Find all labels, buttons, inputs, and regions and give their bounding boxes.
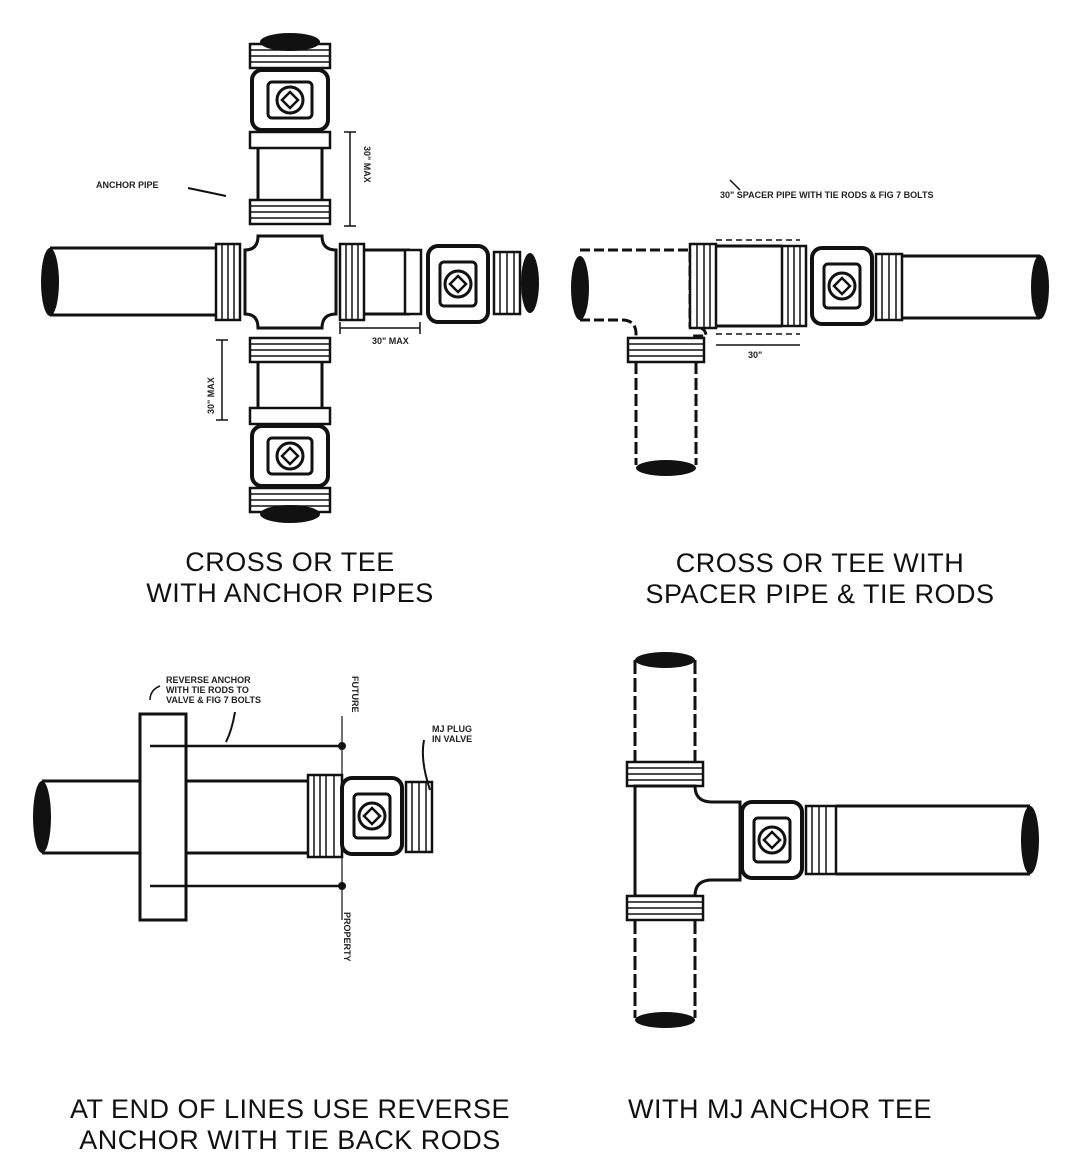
anchor-pipe-note: ANCHOR PIPE [96,180,159,190]
top-vertical-dimension: 30" MAX [362,146,372,183]
caption-tee-spacer-pipe-line-2: SPACER PIPE & TIE RODS [645,579,995,609]
caption-cross-anchor-pipes-line-1: CROSS OR TEE [185,547,395,577]
reverse-anchor-note-line-3: VALVE & FIG 7 BOLTS [166,695,262,705]
reverse-anchor-note: REVERSE ANCHOR WITH TIE RODS TO VALVE & … [166,675,261,705]
caption-reverse-anchor-line-1: AT END OF LINES USE REVERSE [69,1094,511,1124]
reverse-anchor-drawing [33,685,434,922]
tee-spacer-pipe-drawing [571,179,1049,476]
mj-plug-note-line-1: MJ PLUG [432,724,473,734]
mj-anchor-tee-drawing [625,652,1039,1028]
caption-reverse-anchor-line-2: ANCHOR WITH TIE BACK RODS [79,1125,501,1155]
caption-reverse-anchor: AT END OF LINES USE REVERSE ANCHOR WITH … [60,1094,520,1156]
mj-plug-note-line-2: IN VALVE [432,734,473,744]
caption-mj-anchor-tee: WITH MJ ANCHOR TEE [600,1094,960,1125]
bottom-vertical-dimension: 30" MAX [206,377,216,414]
future-label: FUTURE [350,676,360,713]
spacer-dimension: 30" [748,350,763,360]
cross-anchor-pipes-drawing [41,33,539,523]
caption-tee-spacer-pipe-line-1: CROSS OR TEE WITH [675,548,965,578]
property-label: PROPERTY [342,912,352,962]
reverse-anchor-note-line-2: WITH TIE RODS TO [166,685,249,695]
caption-tee-spacer-pipe: CROSS OR TEE WITH SPACER PIPE & TIE RODS [610,548,1030,610]
caption-mj-anchor-tee-line-1: WITH MJ ANCHOR TEE [627,1094,932,1124]
right-horizontal-dimension: 30" MAX [372,336,409,346]
mj-plug-note: MJ PLUG IN VALVE [432,724,472,744]
caption-cross-anchor-pipes: CROSS OR TEE WITH ANCHOR PIPES [130,547,450,609]
caption-cross-anchor-pipes-line-2: WITH ANCHOR PIPES [146,578,434,608]
spacer-pipe-note: 30" SPACER PIPE WITH TIE RODS & FIG 7 BO… [720,190,934,200]
reverse-anchor-note-line-1: REVERSE ANCHOR [166,675,251,685]
